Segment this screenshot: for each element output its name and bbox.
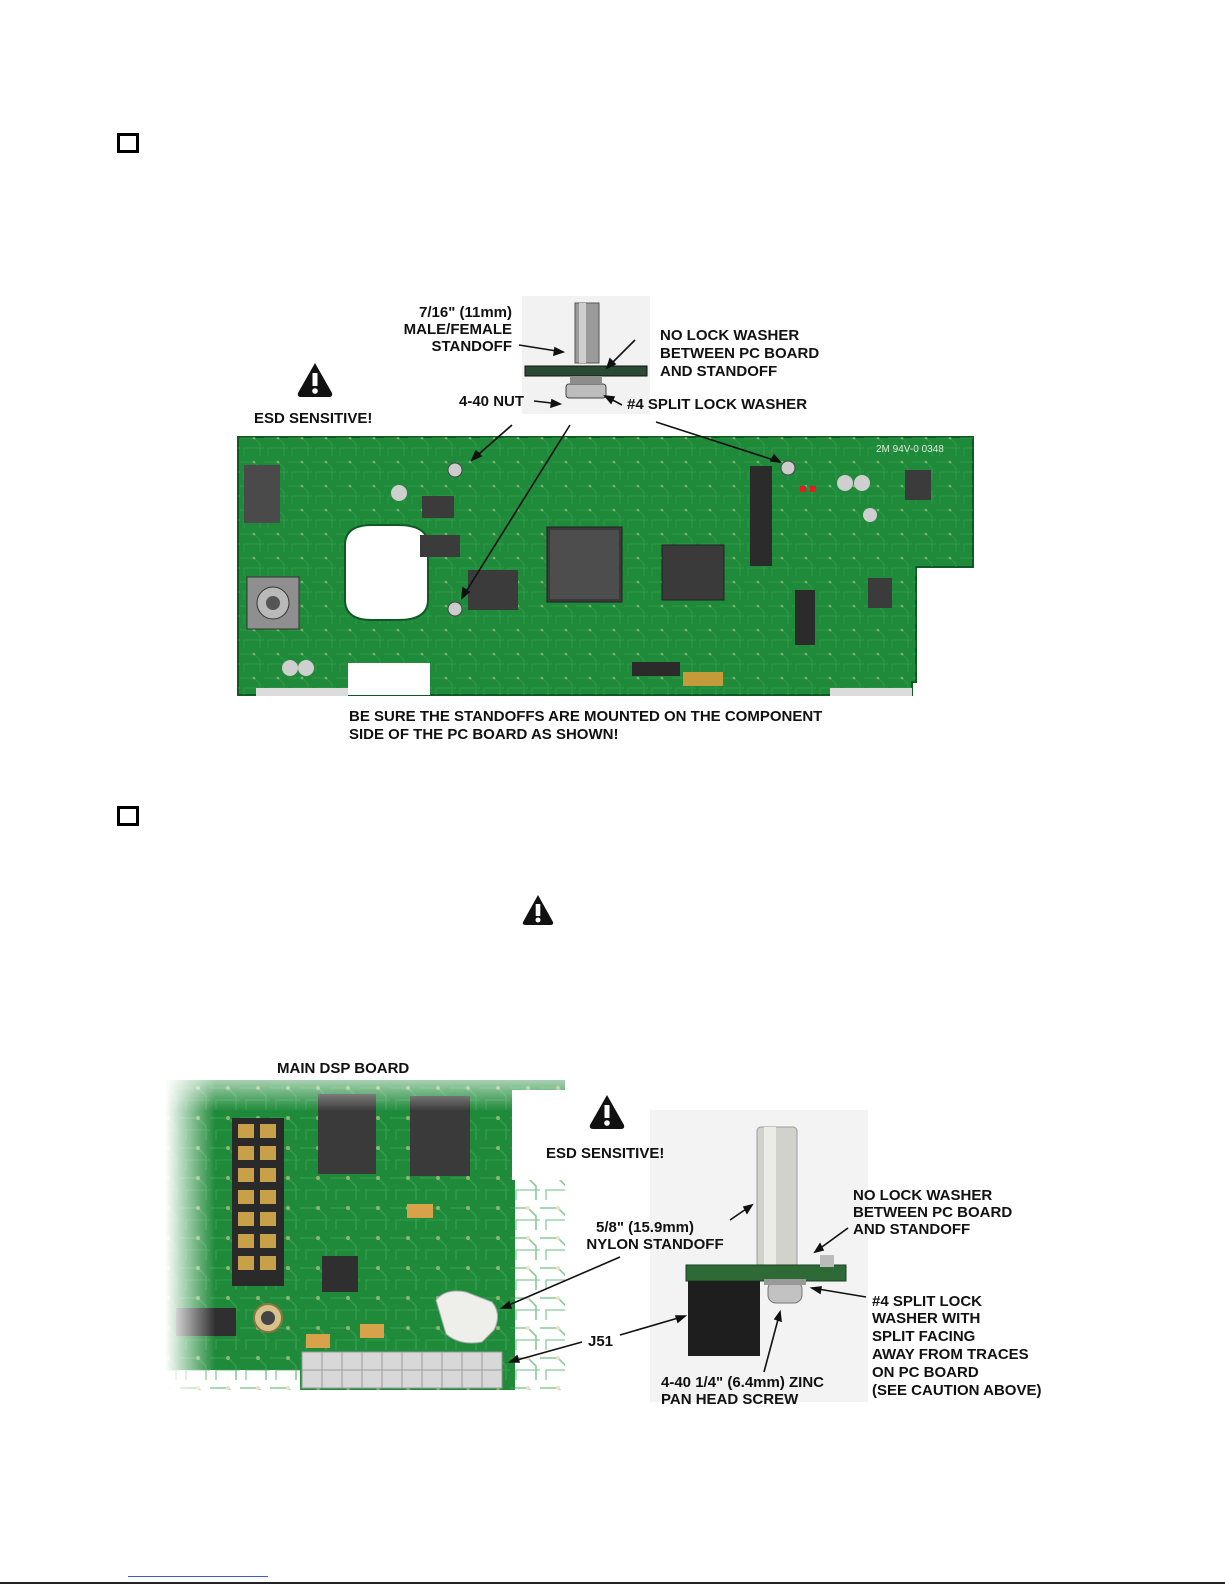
footer-rule <box>0 1582 1225 1584</box>
standoff-2 <box>447 601 463 617</box>
footer-link-underline[interactable] <box>128 1576 268 1577</box>
nylon-standoff-line2: NYLON STANDOFF <box>586 1236 724 1253</box>
esd-sensitive-label: ESD SENSITIVE! <box>254 410 373 427</box>
j51-label: J51 <box>588 1333 614 1350</box>
standoff-3 <box>780 460 796 476</box>
pcb-cutout <box>344 524 429 621</box>
main-dsp-board-label: MAIN DSP BOARD <box>277 1060 410 1077</box>
screw-label-line1: 4-40 1/4" (6.4mm) ZINC <box>661 1374 825 1391</box>
no-lock-washer-line2: BETWEEN PC BOARD <box>660 345 820 362</box>
no-lock-washer-2-line2: BETWEEN PC BOARD <box>853 1204 1013 1221</box>
split-washer-2-line4: AWAY FROM TRACES <box>872 1346 1029 1363</box>
esd-sensitive-label-2: ESD SENSITIVE! <box>546 1145 665 1162</box>
split-washer-2-line6: (SEE CAUTION ABOVE) <box>872 1382 1042 1399</box>
no-lock-washer-2-line1: NO LOCK WASHER <box>853 1187 993 1204</box>
no-lock-washer-line1: NO LOCK WASHER <box>660 327 800 344</box>
standoff-label-line2: MALE/FEMALE <box>403 321 512 338</box>
screw-label-line2: PAN HEAD SCREW <box>661 1391 799 1408</box>
warning-icon <box>589 1095 625 1129</box>
fpga-chip <box>661 544 725 601</box>
caption-line1: BE SURE THE STANDOFFS ARE MOUNTED ON THE… <box>349 708 823 725</box>
split-washer-2-line3: SPLIT FACING <box>872 1328 976 1345</box>
standoff-label-line3: STANDOFF <box>431 338 512 355</box>
split-washer-2-line1: #4 SPLIT LOCK <box>872 1293 983 1310</box>
no-lock-washer-line3: AND STANDOFF <box>660 363 778 380</box>
standoff-1 <box>447 462 463 478</box>
caption-line2: SIDE OF THE PC BOARD AS SHOWN! <box>349 726 619 743</box>
no-lock-washer-2-line3: AND STANDOFF <box>853 1221 971 1238</box>
step-checkbox-2[interactable] <box>117 806 139 826</box>
split-washer-2-line2: WASHER WITH <box>872 1310 981 1327</box>
figure-1-illustration <box>237 296 974 696</box>
split-washer-label: #4 SPLIT LOCK WASHER <box>627 396 808 413</box>
nylon-standoff-line1: 5/8" (15.9mm) <box>596 1219 694 1236</box>
step-checkbox-1[interactable] <box>117 133 139 153</box>
split-washer-2-line5: ON PC BOARD <box>872 1364 979 1381</box>
board-silkscreen: 2M 94V-0 0348 <box>876 444 944 455</box>
nut-label: 4-40 NUT <box>459 393 525 410</box>
standoff-label-line1: 7/16" (11mm) <box>419 304 512 321</box>
warning-icon <box>297 363 333 397</box>
